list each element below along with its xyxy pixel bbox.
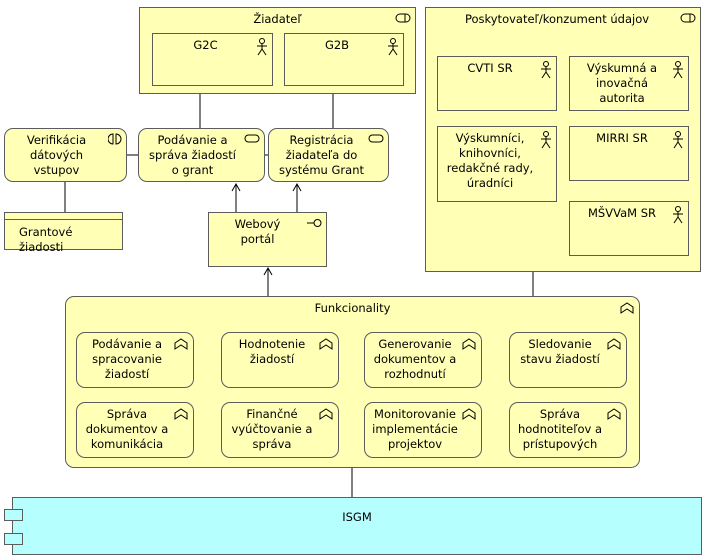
actor-g2b[interactable]: G2B [284,33,404,86]
component-port-top [4,509,23,521]
actor-cvti-label: CVTI SR [467,61,513,75]
component-group-icon [395,13,411,23]
grantove-ziadosti-label: Grantové žiadosti [19,225,73,254]
function-item[interactable]: Hodnotenie žiadostí [221,332,339,388]
poskytovatel-group[interactable]: Poskytovateľ/konzument údajov CVTI SR Vý… [425,7,701,272]
actor-icon [541,131,551,149]
actor-icon [673,206,683,224]
function-icon [620,302,634,314]
function-item[interactable]: Generovanie dokumentov a rozhodnutí [364,332,482,388]
service-podavanie-sprava[interactable]: Podávanie a správa žiadostí o grant [138,128,265,182]
verifikacia-label: Verifikácia dátových vstupov [26,133,87,177]
actor-msvvam[interactable]: MŠVVaM SR [569,201,689,256]
actor-msvvam-label: MŠVVaM SR [588,206,656,220]
interface-webovy-portal[interactable]: Webový portál [208,212,327,267]
function-item[interactable]: Podávanie a spracovanie žiadostí [76,332,194,388]
actor-vyskumna-autorita[interactable]: Výskumná a inovačná autorita [569,56,689,111]
function-item-label: Monitorovanie implementácie projektov [372,407,458,451]
actor-icon [673,131,683,149]
function-icon [319,408,333,420]
actor-icon [257,38,267,56]
service-registracia[interactable]: Registrácia žiadateľa do systému Grant [268,128,389,182]
actor-vyskumnici-label: Výskumníci, knihovníci, redakčné rady, ú… [446,131,534,190]
service-icon [244,134,260,143]
actor-g2b-label: G2B [324,38,350,52]
function-item-label: Sledovanie stavu žiadostí [520,337,600,366]
data-object-header-stripe [5,213,122,220]
function-icon [462,338,476,350]
component-isgm[interactable]: ISGM [12,497,702,555]
data-object-grantove-ziadosti[interactable]: Grantové žiadosti [4,212,123,254]
function-icon [607,408,621,420]
ziadatel-group[interactable]: Žiadateľ G2C G2B [139,7,416,94]
actor-g2c-label: G2C [193,38,218,52]
component-port-bottom [4,533,23,545]
function-icon [607,338,621,350]
function-item[interactable]: Správa dokumentov a komunikácia [76,402,194,458]
function-item-label: Generovanie dokumentov a rozhodnutí [373,337,457,381]
actor-icon [673,61,683,79]
function-item[interactable]: Finančné vyúčtovanie a správa [221,402,339,458]
actor-cvti[interactable]: CVTI SR [437,56,557,111]
service-icon [368,134,384,143]
actor-vyskumna-label: Výskumná a inovačná autorita [586,61,658,105]
component-group-icon [680,13,696,23]
function-item-label: Správa hodnotiteľov a prístupových [517,407,603,451]
function-icon [462,408,476,420]
function-item-label: Podávanie a spracovanie žiadostí [91,337,163,381]
process-verifikacia[interactable]: Verifikácia dátových vstupov [4,128,127,182]
function-icon [174,338,188,350]
interaction-icon [108,133,122,145]
actor-icon [388,38,398,56]
webovy-portal-label: Webový portál [234,217,281,246]
function-item-label: Finančné vyúčtovanie a správa [231,407,313,451]
function-item[interactable]: Sledovanie stavu žiadostí [509,332,627,388]
actor-mirri[interactable]: MIRRI SR [569,126,689,181]
actor-g2c[interactable]: G2C [152,33,273,86]
function-item[interactable]: Monitorovanie implementácie projektov [364,402,482,458]
function-item-label: Hodnotenie žiadostí [238,337,306,366]
function-item[interactable]: Správa hodnotiteľov a prístupových [509,402,627,458]
isgm-label: ISGM [342,510,372,524]
function-icon [174,408,188,420]
actor-vyskumnici[interactable]: Výskumníci, knihovníci, redakčné rady, ú… [437,126,557,202]
function-group-funkcionality[interactable]: Funkcionality Podávanie a spracovanie ži… [65,296,640,468]
ziadatel-title: Žiadateľ [253,12,302,26]
actor-mirri-label: MIRRI SR [596,131,648,145]
podavanie-sprava-label: Podávanie a správa žiadostí o grant [149,133,236,177]
funkcionality-title: Funkcionality [314,301,391,315]
interface-icon [307,219,322,227]
function-icon [319,338,333,350]
poskytovatel-title: Poskytovateľ/konzument údajov [464,12,650,26]
function-item-label: Správa dokumentov a komunikácia [85,407,169,451]
registracia-label: Registrácia žiadateľa do systému Grant [278,133,364,177]
actor-icon [541,61,551,79]
